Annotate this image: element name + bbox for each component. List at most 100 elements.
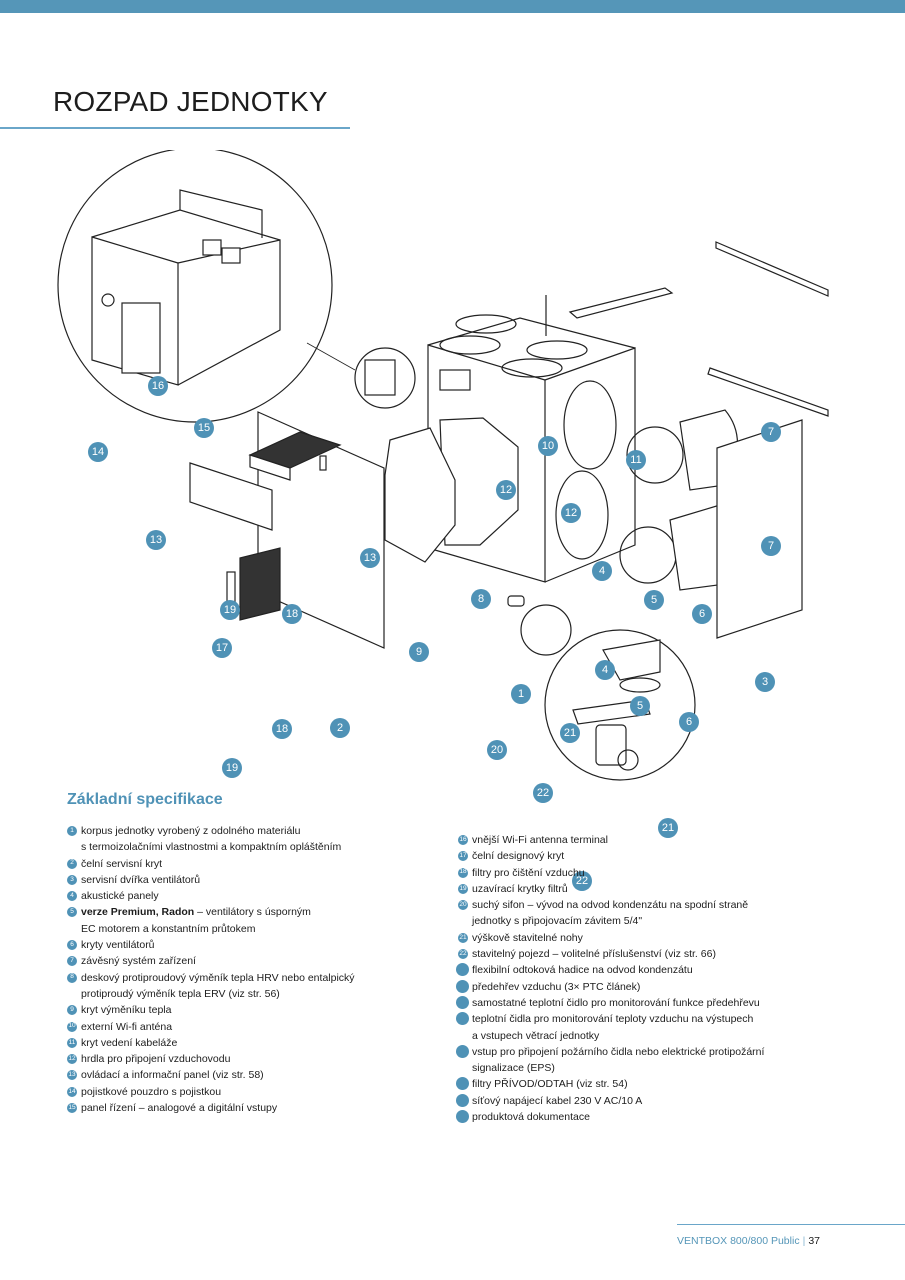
item-text: flexibilní odtoková hadice na odvod kond… <box>472 964 693 977</box>
item-text-continued: EC motorem a konstantním průtokem <box>81 922 256 935</box>
callout-6b: 6 <box>679 712 699 732</box>
item-text: produktová dokumentace <box>472 1111 590 1124</box>
detail-circle-feet-large <box>544 629 696 781</box>
spec-item: 20 suchý sifon – vývod na odvod kondenzát… <box>458 897 878 930</box>
item-text: suchý sifon – vývod na odvod kondenzátu … <box>472 899 749 912</box>
item-number-badge: 4 <box>67 891 77 902</box>
callout-18b: 18 <box>272 719 292 739</box>
spec-item: teplotní čidla pro monitorování teploty … <box>456 1011 878 1044</box>
callout-19b: 19 <box>222 758 242 778</box>
page-title: ROZPAD JEDNOTKY <box>53 86 328 117</box>
page-number: 37 <box>808 1235 820 1247</box>
item-number-badge: 18 <box>458 867 468 878</box>
page-footer: VENTBOX 800/800 Public|37 <box>677 1235 820 1247</box>
detail-circle-feet-small <box>520 604 572 656</box>
item-text: kryt vedení kabeláže <box>81 1036 178 1049</box>
item-text: závěsný systém zařízení <box>81 955 196 968</box>
item-text: filtry pro čištění vzduchu <box>472 866 585 879</box>
item-number-badge: 14 <box>67 1086 77 1097</box>
callout-14: 14 <box>88 442 108 462</box>
item-text: stavitelný pojezd – volitelné příslušens… <box>472 948 716 961</box>
callout-8: 8 <box>471 589 491 609</box>
item-text: panel řízení – analogové a digitální vst… <box>81 1102 278 1115</box>
item-text: kryt výměníku tepla <box>81 1004 172 1017</box>
item-text: předehřev vzduchu (3× PTC článek) <box>472 980 641 993</box>
footer-rule <box>677 1224 905 1225</box>
top-accent-bar <box>0 0 905 13</box>
item-number-badge: 5 <box>67 907 77 918</box>
item-text: filtry PŘÍVOD/ODTAH (viz str. 54) <box>472 1078 628 1091</box>
callout-4b: 4 <box>595 660 615 680</box>
spec-item: předehřev vzduchu (3× PTC článek) <box>456 979 878 995</box>
item-text: vstup pro připojení požárního čidla nebo… <box>472 1045 765 1058</box>
spec-heading: Základní specifikace <box>67 791 223 808</box>
item-text: ovládací a informační panel (viz str. 58… <box>81 1069 264 1082</box>
spec-item: 22 stavitelný pojezd – volitelné přísluše… <box>458 946 878 962</box>
item-number-badge: 15 <box>67 1103 77 1114</box>
item-number-badge: 1 <box>67 826 77 836</box>
callout-12b: 12 <box>561 503 581 523</box>
item-number-badge: 19 <box>458 883 468 894</box>
callout-7: 7 <box>761 422 781 442</box>
callout-2: 2 <box>330 718 350 738</box>
spec-item: 13 ovládací a informační panel (viz str. … <box>67 1067 437 1083</box>
callout-19: 19 <box>220 600 240 620</box>
callout-13: 13 <box>146 530 166 550</box>
callout-15: 15 <box>194 418 214 438</box>
callout-10: 10 <box>538 436 558 456</box>
item-number-badge: 21 <box>458 932 468 943</box>
callout-18: 18 <box>282 604 302 624</box>
bullet-dot-icon <box>456 1093 469 1107</box>
spec-item: filtry PŘÍVOD/ODTAH (viz str. 54) <box>456 1076 878 1092</box>
item-bold-text: verze Premium, Radon <box>81 906 195 919</box>
bullet-dot-icon <box>456 979 469 993</box>
item-number-badge: 2 <box>67 858 77 869</box>
item-text: teplotní čidla pro monitorování teploty … <box>472 1013 754 1026</box>
item-text-continued: s termoizolačními vlastnostmi a kompaktn… <box>81 841 342 854</box>
callout-13b: 13 <box>360 548 380 568</box>
spec-item: flexibilní odtoková hadice na odvod kond… <box>456 962 878 978</box>
item-number-badge: 20 <box>458 900 468 911</box>
spec-item: 19 uzavírací krytky filtrů <box>458 881 878 897</box>
item-text-continued: signalizace (EPS) <box>472 1062 555 1075</box>
item-text: uzavírací krytky filtrů <box>472 882 568 895</box>
callout-21: 21 <box>560 723 580 743</box>
item-text-continued: protiproudý výměník tepla ERV (viz str. … <box>81 987 280 1000</box>
bullet-dot-icon <box>456 963 469 977</box>
spec-item: 15 panel řízení – analogové a digitální v… <box>67 1100 437 1116</box>
callout-17: 17 <box>212 638 232 658</box>
detail-circle-small-panel <box>354 347 416 409</box>
callout-16: 16 <box>148 376 168 396</box>
spec-item: vstup pro připojení požárního čidla nebo… <box>456 1044 878 1077</box>
bullet-dot-icon <box>456 1110 469 1124</box>
item-number-badge: 3 <box>67 874 77 885</box>
spec-item: produktová dokumentace <box>456 1109 878 1125</box>
exploded-view-diagram: 16 15 14 13 13 10 11 12 12 7 7 4 4 5 5 6… <box>0 147 905 891</box>
item-text: vnější Wi-Fi antenna terminal <box>472 834 608 846</box>
item-number-badge: 8 <box>67 972 77 983</box>
item-text: – ventilátory s úsporným <box>194 906 311 919</box>
exploded-view-drawing <box>57 147 829 781</box>
spec-item: samostatné teplotní čidlo pro monitorová… <box>456 995 878 1011</box>
item-text-continued: a vstupech větrací jednotky <box>472 1029 600 1042</box>
callout-22b: 22 <box>572 871 592 891</box>
title-underline <box>0 127 350 129</box>
callout-21b: 21 <box>658 818 678 838</box>
callout-5b: 5 <box>630 696 650 716</box>
callout-5: 5 <box>644 590 664 610</box>
item-number-badge: 22 <box>458 949 468 960</box>
callout-6: 6 <box>692 604 712 624</box>
item-text: čelní servisní kryt <box>81 857 163 870</box>
item-text-continued: jednotky s připojovacím závitem 5/4" <box>472 915 643 928</box>
callout-20: 20 <box>487 740 507 760</box>
item-text: hrdla pro připojení vzduchovodu <box>81 1053 231 1066</box>
item-number-badge: 13 <box>67 1070 77 1081</box>
item-number-badge: 6 <box>67 940 77 951</box>
